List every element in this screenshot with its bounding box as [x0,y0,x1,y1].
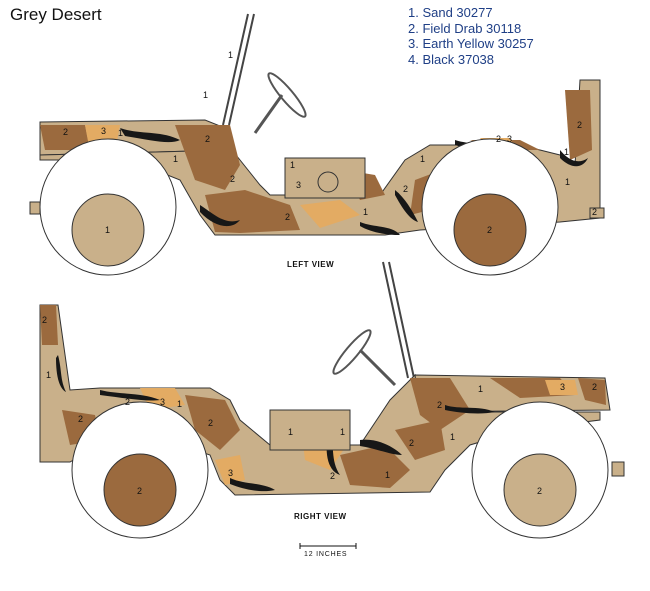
right-view-label: RIGHT VIEW [294,512,347,521]
right-rear-hub [503,453,577,527]
callout: 1 [385,470,390,480]
callout: 1 [450,432,455,442]
callout: 3 [228,468,233,478]
left-fuel-cap [317,171,339,193]
legend-item-black: 4. Black 37038 [408,51,495,67]
callout: 2 [330,471,335,481]
callout: 3 [160,397,165,407]
callout: 2 [496,134,501,144]
callout: 2 [409,438,414,448]
callout: 1 [105,225,110,235]
callout: 1 [564,147,569,157]
callout: 1 [340,427,345,437]
right-view-jeep [39,261,625,539]
left-steering-wheel [267,72,307,118]
right-view-callouts: 2 1 2 2 3 1 2 3 1 1 2 1 2 2 1 1 3 2 2 2 [42,315,597,496]
callout: 1 [46,370,51,380]
callout: 2 [577,120,582,130]
left-view-callouts: 1 1 2 3 1 2 1 2 3 1 2 1 1 2 2 3 2 1 1 2 … [63,50,597,235]
callout: 1 [173,154,178,164]
callout: 2 [137,486,142,496]
callout: 2 [125,397,130,407]
callout: 2 [487,225,492,235]
callout: 2 [437,400,442,410]
callout: 1 [565,177,570,187]
callout: 2 [63,127,68,137]
callout: 2 [205,134,210,144]
callout: 3 [101,126,106,136]
right-front-hub [103,453,177,527]
callout: 2 [208,418,213,428]
left-view-label: LEFT VIEW [287,260,335,269]
callout: 2 [78,414,83,424]
callout: 1 [478,384,483,394]
left-windshield-frame-inner [228,13,255,126]
scale-label: 12 INCHES [304,551,348,558]
callout: 2 [592,382,597,392]
color-legend: 1. Sand 30277 2. Field Drab 30118 3. Ear… [408,5,534,67]
callout: 1 [420,154,425,164]
left-view-jeep [29,13,605,276]
callout: 2 [285,212,290,222]
callout: 1 [203,90,208,100]
callout: 1 [288,427,293,437]
callout: 1 [363,207,368,217]
callout: 2 [403,184,408,194]
callout: 1 [177,399,182,409]
callout: 3 [507,134,512,144]
left-front-hub [71,193,145,267]
left-steering-column [253,94,284,134]
callout: 3 [560,382,565,392]
legend-item-sand: 1. Sand 30277 [408,5,493,20]
callout: 1 [118,128,123,138]
callout: 2 [42,315,47,325]
scale-bar [299,543,357,549]
legend-item-earth-yellow: 3. Earth Yellow 30257 [408,36,534,51]
legend-item-field-drab: 2. Field Drab 30118 [408,20,522,36]
callout: 2 [592,207,597,217]
left-windshield-frame [222,13,249,126]
diagram-title: Grey Desert [10,5,102,24]
right-seat-box [269,409,351,451]
callout: 1 [228,50,233,60]
callout: 3 [296,180,301,190]
left-rear-hub [453,193,527,267]
callout: 2 [537,486,542,496]
callout: 2 [230,174,235,184]
callout: 1 [290,160,295,170]
